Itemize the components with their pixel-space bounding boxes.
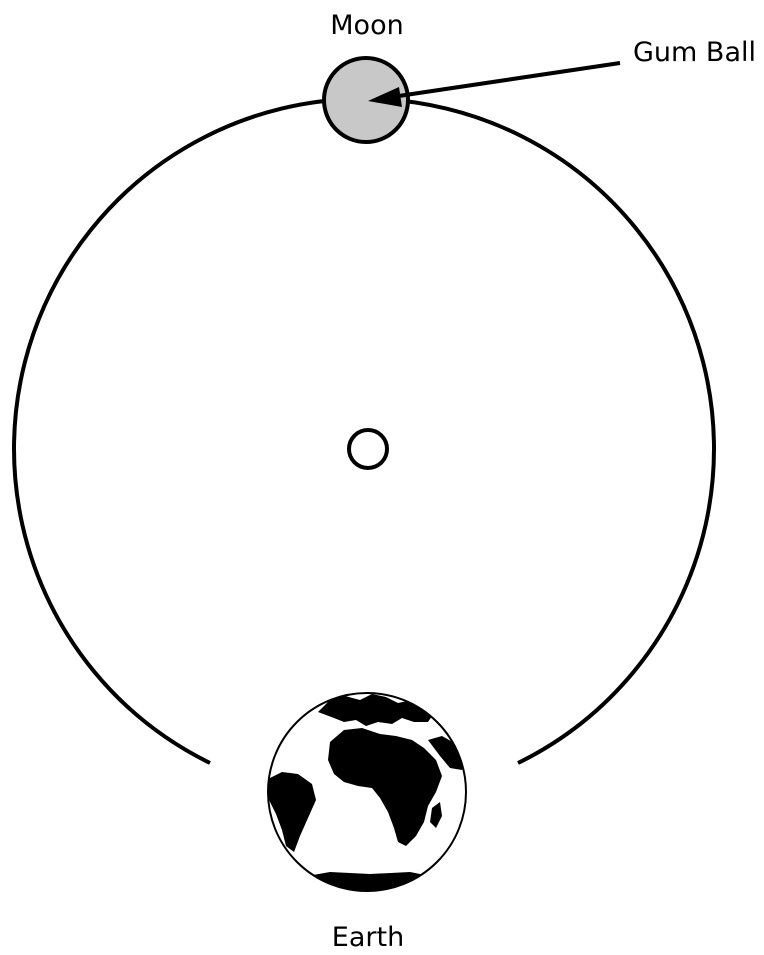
moon-label: Moon (330, 10, 403, 41)
earth-globe (266, 693, 466, 900)
earth-label: Earth (332, 922, 404, 953)
orbit-center-marker (349, 430, 387, 468)
gum-ball-label: Gum Ball (633, 37, 756, 68)
